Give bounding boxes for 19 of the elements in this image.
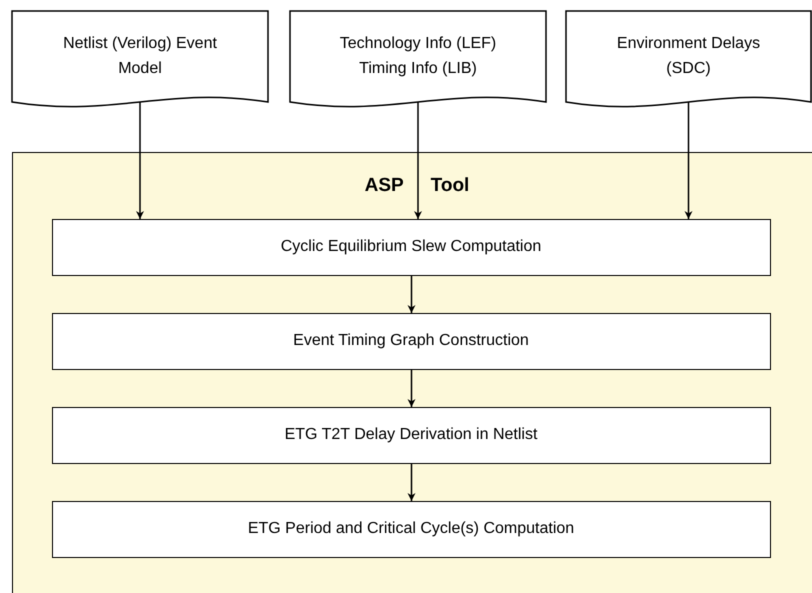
node-label: Netlist (Verilog) Event Model: [62, 34, 218, 79]
process-box: [52, 218, 770, 276]
arrow: [684, 102, 692, 219]
process-box: [52, 312, 770, 370]
node-label: ETG T2T Delay Derivation in Netlist: [284, 426, 538, 444]
tool-container: [12, 152, 812, 593]
arrow: [408, 370, 416, 407]
container-title: ASP Tool: [364, 175, 470, 197]
node-label: Event Timing Graph Construction: [293, 332, 529, 350]
process-box: [52, 406, 770, 464]
arrow: [408, 276, 416, 313]
node-label: Cyclic Equilibrium Slew Computation: [280, 238, 542, 256]
process-box: [52, 500, 770, 558]
node-label: Technology Info (LEF) Timing Info (LIB): [338, 34, 498, 79]
node-label: Environment Delays (SDC): [616, 34, 762, 79]
arrow: [136, 102, 144, 219]
arrow: [408, 464, 416, 501]
node-label: ETG Period and Critical Cycle(s) Computation: [248, 520, 574, 538]
arrow: [414, 102, 422, 219]
